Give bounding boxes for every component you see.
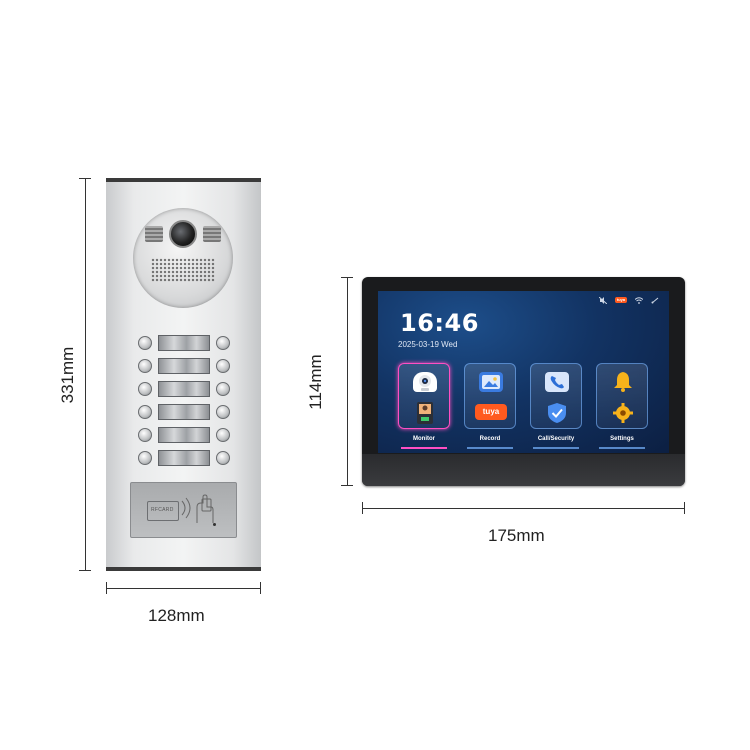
wifi-icon [635, 296, 643, 304]
call-button[interactable] [138, 451, 152, 465]
tile-settings[interactable] [596, 363, 648, 429]
phone-icon [545, 372, 569, 392]
tile-label-call-security: Call/Security [537, 436, 575, 442]
clock-date: 2025-03-19 Wed [398, 340, 458, 349]
call-button[interactable] [216, 336, 230, 350]
tile-label-record: Record [479, 436, 501, 442]
picture-icon [479, 372, 503, 392]
door-phone-icon [417, 402, 433, 424]
shield-icon [545, 402, 569, 423]
call-button[interactable] [138, 405, 152, 419]
panel-height-tick-bottom [79, 570, 91, 571]
call-button-row [138, 335, 230, 351]
clock-time: 16:46 [400, 309, 479, 337]
status-bar: tuya [599, 296, 659, 304]
call-button[interactable] [216, 405, 230, 419]
bell-icon [611, 370, 635, 392]
tuya-status-badge: tuya [615, 297, 627, 303]
name-label-window [158, 335, 210, 351]
call-button[interactable] [216, 359, 230, 373]
rfid-card-icon [147, 501, 179, 521]
monitor-width-tick-right [684, 502, 685, 514]
monitor-bezel-chin [362, 454, 685, 486]
call-button[interactable] [138, 382, 152, 396]
network-icon [651, 297, 659, 303]
name-label-window [158, 427, 210, 443]
ir-led-left [145, 226, 163, 242]
call-button-row [138, 404, 230, 420]
camera-module [133, 208, 233, 308]
monitor-height-label: 114mm [306, 354, 325, 410]
gear-icon [611, 402, 635, 423]
monitor-height-tick-bottom [341, 485, 353, 486]
name-label-window [158, 450, 210, 466]
tile-record[interactable]: tuya [464, 363, 516, 429]
monitor-width-line [362, 508, 685, 509]
tile-label-monitor: Monitor [413, 436, 435, 442]
camera-lens-icon [169, 220, 197, 248]
monitor-height-tick-top [341, 277, 353, 278]
label-underline [401, 447, 447, 449]
name-label-window [158, 404, 210, 420]
call-button-row [138, 450, 230, 466]
tuya-logo-icon: tuya [475, 404, 507, 420]
label-underline [467, 447, 513, 449]
call-button[interactable] [138, 336, 152, 350]
panel-width-label: 128mm [148, 606, 205, 625]
tile-monitor[interactable] [398, 363, 450, 429]
call-button-row [138, 381, 230, 397]
label-underline [533, 447, 579, 449]
panel-height-line [85, 178, 86, 571]
call-button-row [138, 427, 230, 443]
name-label-window [158, 358, 210, 374]
speaker-grille [151, 258, 215, 282]
label-underline [599, 447, 645, 449]
monitor-height-line [347, 277, 348, 486]
call-button[interactable] [216, 428, 230, 442]
tile-call-security[interactable] [530, 363, 582, 429]
name-label-window [158, 381, 210, 397]
panel-width-line [106, 588, 261, 589]
rfid-wave-icon [181, 497, 191, 519]
panel-height-label: 331mm [58, 346, 77, 404]
ir-led-right [203, 226, 221, 242]
panel-width-tick-right [260, 582, 261, 594]
indoor-monitor: tuya 16:46 2025-03-19 Wed [362, 277, 685, 486]
status-led [213, 523, 216, 526]
call-button-row [138, 358, 230, 374]
monitor-width-tick-left [362, 502, 363, 514]
mute-icon [599, 296, 607, 304]
call-button[interactable] [216, 451, 230, 465]
rfid-reader[interactable]: RFCARD [130, 482, 237, 538]
monitor-width-label: 175mm [488, 526, 545, 545]
door-station-panel: RFCARD [106, 178, 261, 571]
call-button[interactable] [216, 382, 230, 396]
hand-icon [196, 494, 214, 523]
tile-label-settings: Settings [610, 436, 634, 442]
call-button[interactable] [138, 428, 152, 442]
camera-icon [413, 372, 437, 392]
touch-screen[interactable]: tuya 16:46 2025-03-19 Wed [378, 291, 669, 453]
call-button[interactable] [138, 359, 152, 373]
panel-width-tick-left [106, 582, 107, 594]
panel-height-tick-top [79, 178, 91, 179]
rfid-label: RFCARD [151, 507, 174, 513]
